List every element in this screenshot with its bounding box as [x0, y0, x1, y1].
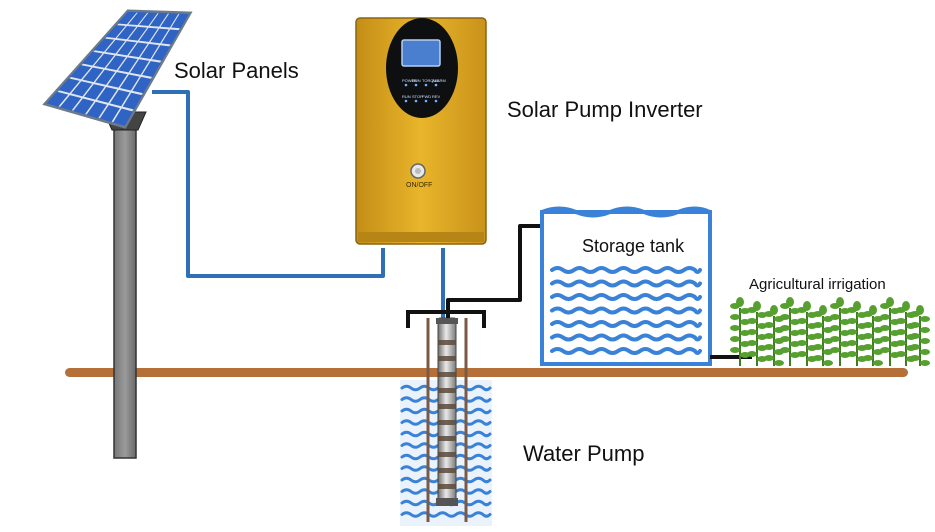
inverter-lcd-screen	[401, 39, 441, 67]
indicator-label: FWD	[422, 94, 432, 99]
inverter-indicator-leds	[404, 83, 438, 103]
solar-cell	[139, 27, 158, 42]
irrigation-label: Agricultural irrigation	[749, 276, 886, 293]
solar-cell	[160, 13, 179, 28]
solar-pump-inverter	[355, 17, 487, 245]
solar-cell	[132, 76, 152, 94]
solar-cell	[93, 38, 115, 52]
plant	[813, 305, 833, 366]
solar-cell	[58, 78, 80, 94]
solar-cell	[96, 86, 118, 103]
submersible-pump	[436, 317, 458, 506]
plant	[863, 305, 883, 366]
storage-tank-label: Storage tank	[582, 236, 685, 256]
solar-cell	[99, 105, 121, 122]
irrigation-plants	[730, 297, 930, 366]
solar-cell	[149, 12, 169, 27]
tank-water	[550, 266, 702, 355]
indicator-label: RUN	[412, 78, 421, 83]
storage-tank	[540, 206, 712, 366]
indicator-led	[404, 99, 408, 103]
solar-cell	[118, 57, 138, 73]
solar-cell	[138, 12, 158, 26]
discharge-pipe	[446, 224, 564, 318]
solar-cell	[95, 69, 116, 85]
solar-cell	[106, 55, 126, 71]
indicator-led	[424, 99, 428, 103]
solar-cell	[94, 53, 115, 68]
indicator-label: TORQUE	[422, 78, 440, 83]
solar-cell	[130, 59, 150, 75]
indicator-led	[424, 83, 428, 87]
solar-cell	[117, 41, 137, 56]
solar-cell	[151, 45, 171, 61]
solar-cell	[116, 25, 137, 40]
well-casing	[426, 318, 468, 522]
solar-cell	[105, 25, 126, 38]
indicator-led	[434, 83, 438, 87]
indicator-label: STOP	[412, 94, 423, 99]
plant	[764, 305, 784, 366]
solar-cell	[140, 43, 159, 59]
solar-panels-label: Solar Panels	[174, 58, 299, 83]
solar-panel	[42, 9, 193, 129]
indicator-led	[414, 99, 418, 103]
indicator-led	[404, 83, 408, 87]
solar-cell	[122, 92, 143, 110]
ground-line	[65, 368, 908, 377]
solar-cell	[150, 28, 169, 44]
plant	[747, 301, 767, 366]
solar-cell	[119, 74, 140, 91]
solar-cell	[171, 13, 189, 29]
solar-cell	[84, 84, 105, 100]
solar-cell	[109, 89, 130, 107]
plant	[780, 297, 800, 366]
solar-cell	[127, 26, 148, 41]
indicator-led	[434, 99, 438, 103]
inverter-label: Solar Pump Inverter	[507, 97, 703, 122]
solar-cell	[70, 65, 92, 80]
plant	[830, 297, 850, 366]
solar-cell	[113, 108, 133, 126]
indicator-label: POWER	[402, 78, 418, 83]
solar-cell	[82, 51, 103, 66]
solar-cell	[128, 42, 148, 58]
solar-cell	[46, 91, 69, 107]
inverter-switch-label: ON/OFF	[406, 182, 433, 189]
indicator-label: RUN	[402, 94, 411, 99]
solar-panel-cells	[46, 11, 189, 126]
plant	[910, 305, 930, 366]
solar-cell	[107, 72, 128, 88]
solar-cell	[117, 11, 138, 25]
solar-cell	[105, 39, 126, 54]
inverter-display-panel	[386, 18, 458, 118]
plant	[847, 301, 867, 366]
solar-panel-pole	[103, 111, 147, 459]
solar-cell	[86, 101, 108, 119]
solar-cell	[128, 12, 148, 26]
indicator-label: REV	[432, 94, 441, 99]
water-pump-label: Water Pump	[523, 441, 645, 466]
solar-cell	[82, 67, 104, 83]
solar-cell	[71, 81, 93, 97]
panel-to-inverter-cable	[152, 90, 385, 278]
solar-cell	[142, 61, 161, 78]
indicator-led	[414, 83, 418, 87]
solar-cell	[73, 98, 95, 115]
solar-cell	[161, 29, 180, 45]
indicator-label: ALARM	[432, 78, 446, 83]
solar-cell	[59, 95, 82, 111]
